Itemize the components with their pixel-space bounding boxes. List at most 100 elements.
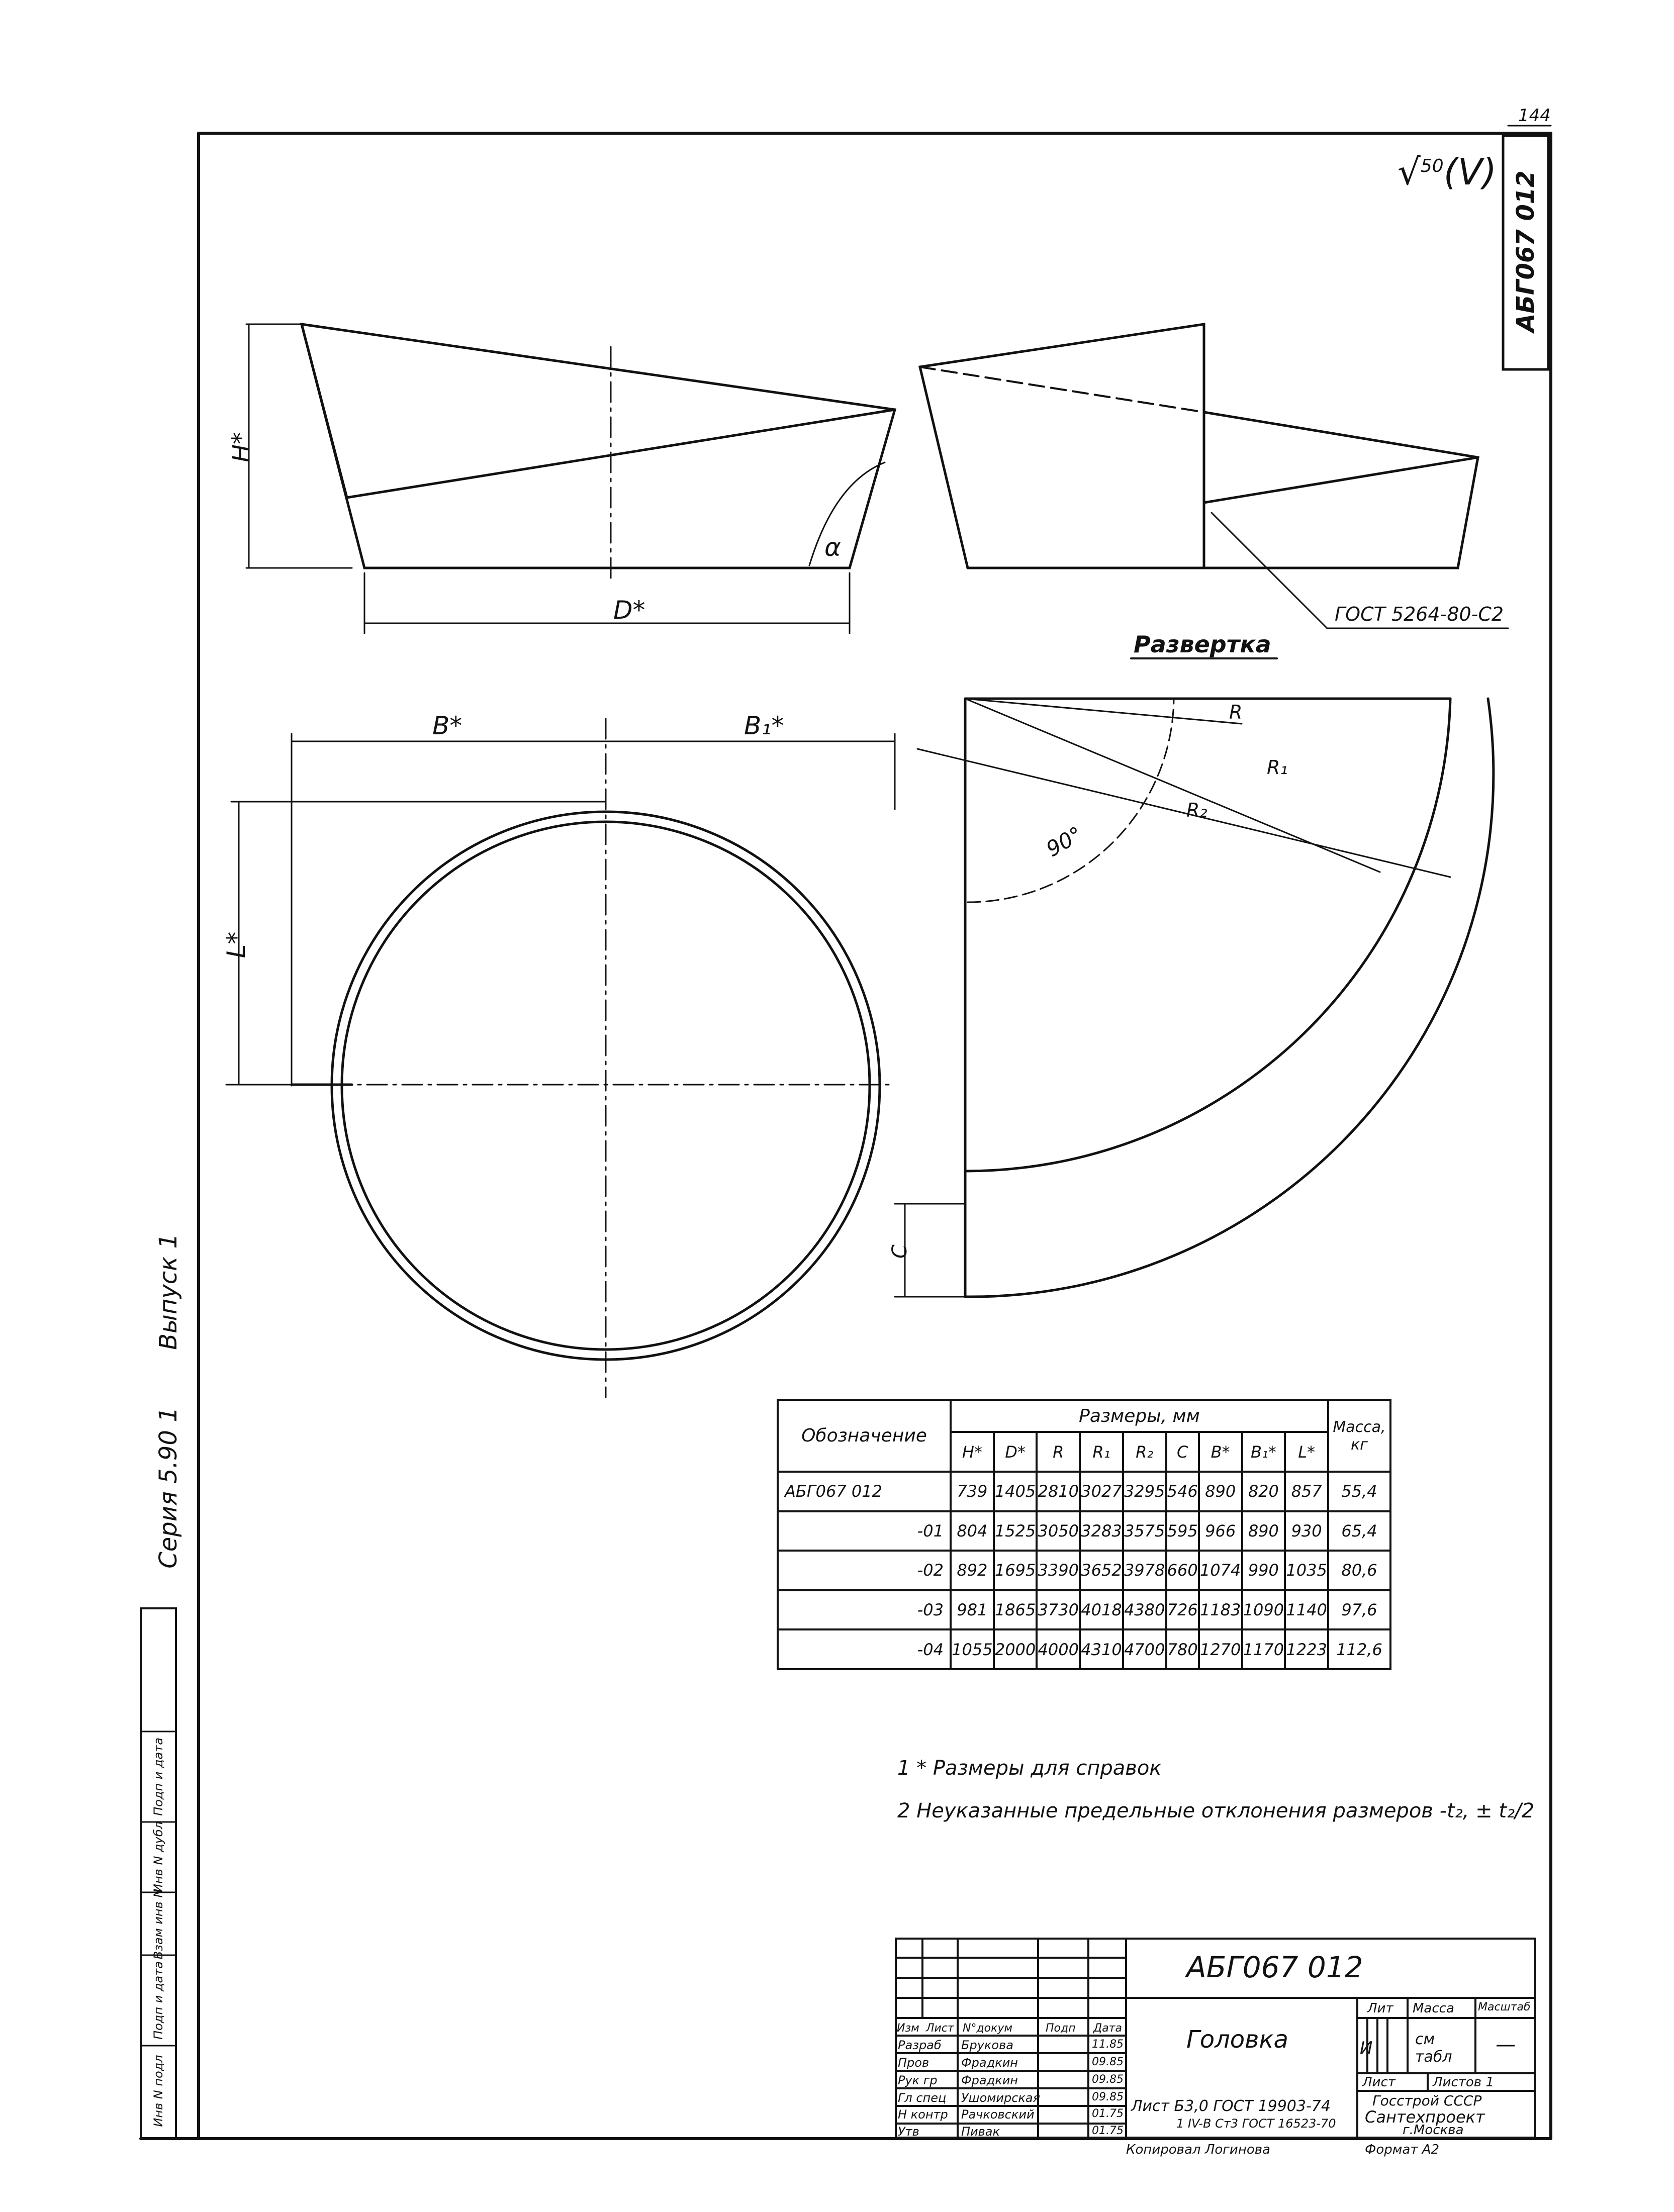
date-ruk-gr: 09.85 bbox=[1092, 2073, 1124, 2086]
date-utv: 01.75 bbox=[1092, 2125, 1124, 2137]
weld-callout: ГОСТ 5264-80-С2 bbox=[1335, 603, 1504, 625]
cell: 2000 bbox=[992, 1628, 1038, 1670]
stamp-vzam-inv: Взам инв N bbox=[151, 1888, 165, 1960]
title-block-grid bbox=[895, 1938, 1536, 2139]
role-n-kontr: Н контр bbox=[898, 2107, 948, 2122]
role-razrab: Разраб bbox=[898, 2038, 942, 2052]
org-line-2: Сантехпроект bbox=[1365, 2107, 1485, 2127]
cell: 3575 bbox=[1122, 1510, 1167, 1552]
dimensions-table: Обозначение Размеры, мм Масса, кг H* D* … bbox=[777, 1398, 1391, 1670]
name-ruk-gr: Фрадкин bbox=[961, 2073, 1018, 2087]
cell: 726 bbox=[1165, 1589, 1200, 1631]
mass-cell: 80,6 bbox=[1327, 1550, 1391, 1591]
role-prov: Пров bbox=[898, 2056, 929, 2070]
radius-R1-label: R₁ bbox=[1267, 756, 1288, 779]
title-code: АБГ067 012 bbox=[1186, 1950, 1363, 1984]
roughness-value: 50 bbox=[1420, 156, 1444, 176]
header-designation: Обозначение bbox=[777, 1398, 952, 1473]
table-column-row: H* D* R R₁ R₂ C B* B₁* L* bbox=[778, 1431, 1390, 1473]
stamp-podp-data-1: Подп и дата bbox=[151, 1961, 165, 2040]
sheets-label: Листов 1 bbox=[1433, 2075, 1494, 2090]
cell: 930 bbox=[1284, 1510, 1329, 1552]
cell: 990 bbox=[1241, 1550, 1286, 1591]
header-dimensions: Размеры, мм bbox=[950, 1398, 1329, 1433]
scale-header: Масштаб bbox=[1478, 2001, 1531, 2013]
header-mass: Масса, кг bbox=[1327, 1398, 1391, 1473]
cell: 857 bbox=[1284, 1471, 1329, 1512]
cell: 1525 bbox=[992, 1510, 1038, 1552]
stamp-inv-podl: Инв N подл bbox=[151, 2055, 165, 2127]
row-designation: -01 bbox=[777, 1510, 952, 1552]
row-designation: АБГ067 012 bbox=[777, 1471, 952, 1512]
cell: 3283 bbox=[1079, 1510, 1124, 1552]
lit-value: И bbox=[1360, 2038, 1373, 2058]
cell: 2810 bbox=[1036, 1471, 1081, 1512]
role-utv: Утв bbox=[898, 2125, 919, 2139]
series-label: Серия 5.90 1 bbox=[154, 1407, 182, 1569]
col-list: Лист bbox=[926, 2022, 954, 2035]
cell: 1090 bbox=[1241, 1589, 1286, 1631]
name-n-kontr: Рачковский bbox=[961, 2107, 1035, 2122]
cell: 892 bbox=[950, 1550, 995, 1591]
date-gl-spec: 09.85 bbox=[1092, 2091, 1124, 2103]
mass-header: Масса bbox=[1413, 2001, 1454, 2016]
name-razrab: Брукова bbox=[961, 2038, 1013, 2052]
cell: 546 bbox=[1165, 1471, 1200, 1512]
cell: 3730 bbox=[1036, 1589, 1081, 1631]
mass-cell: 55,4 bbox=[1327, 1471, 1391, 1512]
name-gl-spec: Ушомирская bbox=[961, 2091, 1041, 2105]
issue-label: Выпуск 1 bbox=[154, 1233, 182, 1350]
title-block: АБГ067 012 Головка Изм Лист N°докум Подп… bbox=[895, 1938, 1536, 2139]
cell: 739 bbox=[950, 1471, 995, 1512]
cell: 1865 bbox=[992, 1589, 1038, 1631]
mass-value: см табл bbox=[1415, 2031, 1452, 2066]
cell: 1405 bbox=[992, 1471, 1038, 1512]
name-prov: Фрадкин bbox=[961, 2056, 1018, 2070]
copied-by: Копировал Логинова bbox=[1126, 2142, 1270, 2157]
scale-value: — bbox=[1496, 2033, 1516, 2056]
material-line-2: 1 IV-В Ст3 ГОСТ 16523-70 bbox=[1176, 2117, 1336, 2131]
cell: 3978 bbox=[1122, 1550, 1167, 1591]
cell: 981 bbox=[950, 1589, 995, 1631]
table-row: -01 804 1525 3050 3283 3575 595 966 890 … bbox=[777, 1510, 1391, 1552]
col-header: L* bbox=[1284, 1431, 1329, 1473]
radius-R-label: R bbox=[1229, 701, 1243, 723]
dim-H-label: H* bbox=[227, 432, 255, 463]
cell: 966 bbox=[1197, 1510, 1243, 1552]
cell: 820 bbox=[1241, 1471, 1286, 1512]
dim-L-label: L* bbox=[222, 931, 251, 958]
dim-B1-label: B₁* bbox=[744, 711, 784, 740]
cell: 3295 bbox=[1122, 1471, 1167, 1512]
col-header: R₂ bbox=[1122, 1431, 1167, 1473]
sheet-number: 144 bbox=[1518, 106, 1551, 126]
table-row: -03 981 1865 3730 4018 4380 726 1183 109… bbox=[777, 1589, 1391, 1631]
table-row: -04 1055 2000 4000 4310 4700 780 1270 11… bbox=[777, 1628, 1391, 1670]
col-header: B* bbox=[1197, 1431, 1243, 1473]
dim-D-label: D* bbox=[613, 596, 645, 625]
role-gl-spec: Гл спец bbox=[898, 2091, 947, 2105]
material-line-1: Лист Б3,0 ГОСТ 19903-74 bbox=[1131, 2097, 1331, 2115]
cell: 595 bbox=[1165, 1510, 1200, 1552]
development-title: Развертка bbox=[1134, 631, 1271, 658]
col-header: R₁ bbox=[1079, 1431, 1124, 1473]
roughness-symbol: √50(V) bbox=[1398, 151, 1497, 193]
cell: 1074 bbox=[1197, 1550, 1243, 1591]
cell: 1695 bbox=[992, 1550, 1038, 1591]
note-1: 1 * Размеры для справок bbox=[897, 1757, 1162, 1780]
note-2: 2 Неуказанные предельные отклонения разм… bbox=[897, 1799, 1535, 1822]
cell: 4380 bbox=[1122, 1589, 1167, 1631]
stamp-podp-data-2: Подп и дата bbox=[151, 1738, 165, 1816]
title-part-name: Головка bbox=[1186, 2026, 1288, 2054]
cell: 3050 bbox=[1036, 1510, 1081, 1552]
dim-C-label: C bbox=[888, 1244, 911, 1259]
cell: 1140 bbox=[1284, 1589, 1329, 1631]
org-line-1: Госстрой СССР bbox=[1372, 2092, 1482, 2109]
cell: 1270 bbox=[1197, 1628, 1243, 1670]
org-line-3: г.Москва bbox=[1403, 2123, 1464, 2138]
cell: 4018 bbox=[1079, 1589, 1124, 1631]
cell: 3027 bbox=[1079, 1471, 1124, 1512]
col-header: D* bbox=[992, 1431, 1038, 1473]
table-row: -02 892 1695 3390 3652 3978 660 1074 990… bbox=[777, 1550, 1391, 1591]
cell: 4310 bbox=[1079, 1628, 1124, 1670]
